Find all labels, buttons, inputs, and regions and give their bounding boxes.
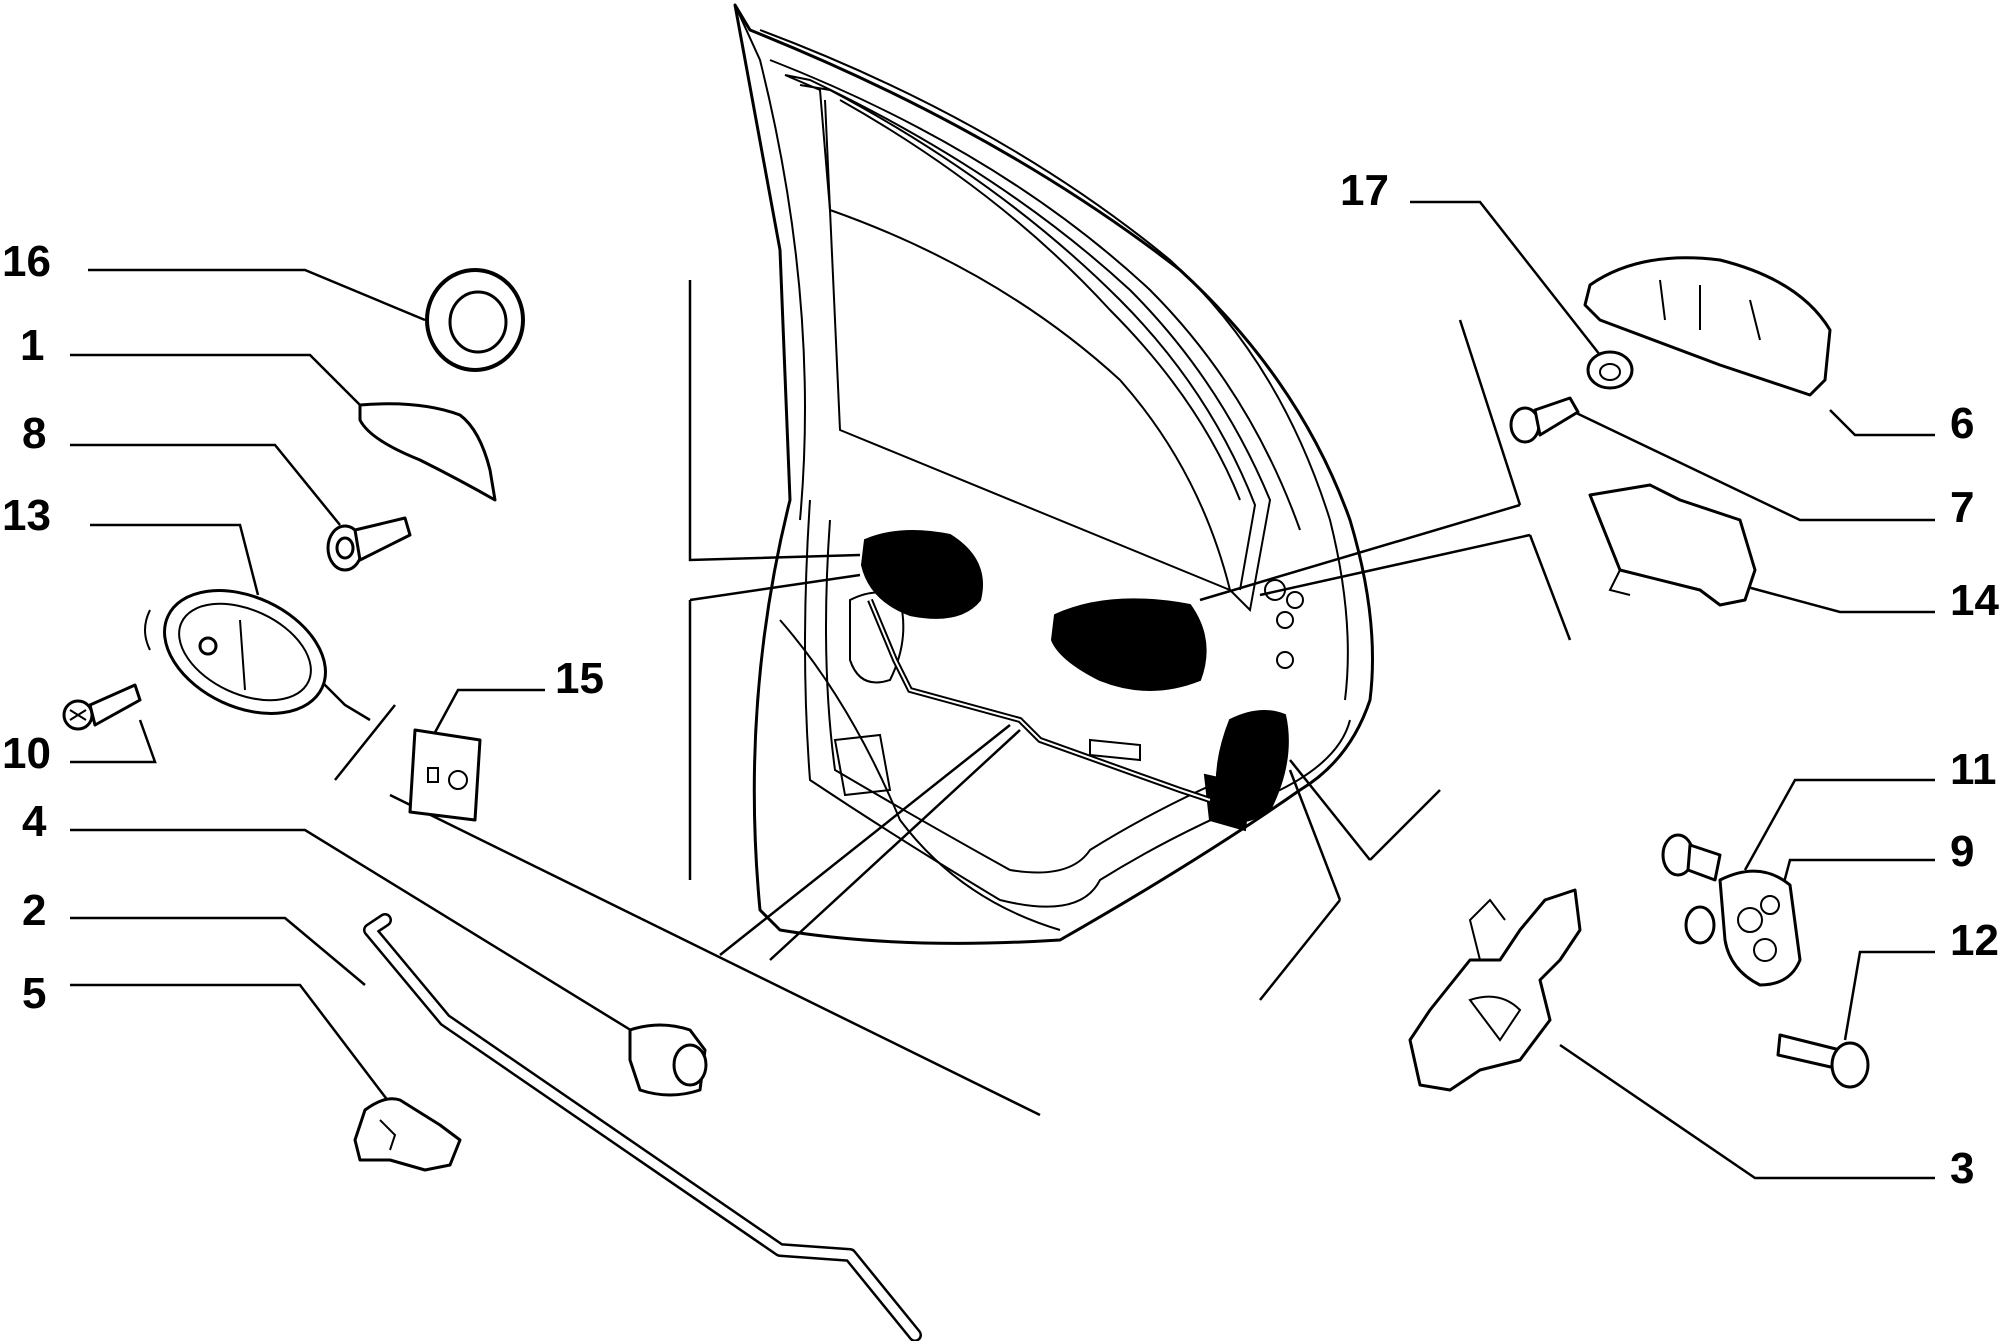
callout-15: 15 bbox=[555, 654, 604, 703]
callout-7: 7 bbox=[1950, 483, 1974, 532]
part-14-bracket bbox=[1588, 483, 1757, 607]
part-15-seal bbox=[408, 728, 482, 822]
part-6-outer-handle bbox=[1583, 256, 1832, 397]
callout-11: 11 bbox=[1950, 745, 1997, 794]
callout-3: 3 bbox=[1950, 1144, 1974, 1193]
part-3-latch bbox=[1408, 888, 1582, 1092]
part-16-washer bbox=[425, 268, 525, 372]
callout-labels: 16 1 8 13 10 15 4 2 5 17 6 7 14 11 9 12 … bbox=[2, 166, 1999, 1193]
callout-13: 13 bbox=[2, 491, 51, 540]
leader-brackets bbox=[299, 280, 1572, 1117]
callout-8: 8 bbox=[22, 409, 46, 458]
callout-16: 16 bbox=[2, 237, 51, 286]
part-13-inner-handle bbox=[144, 589, 327, 715]
callout-9: 9 bbox=[1950, 827, 1974, 876]
part-11-pin bbox=[1661, 833, 1722, 882]
part-10-screw bbox=[62, 683, 142, 731]
rear-door-panel bbox=[733, 3, 1374, 945]
callout-14: 14 bbox=[1950, 576, 1999, 625]
part-7-bolt bbox=[1509, 396, 1580, 444]
callout-2: 2 bbox=[22, 886, 46, 935]
callout-4: 4 bbox=[22, 797, 47, 846]
part-2-rod bbox=[363, 913, 922, 1341]
part-17-washer bbox=[1586, 350, 1634, 390]
callout-17: 17 bbox=[1340, 166, 1389, 215]
part-1-handle-cover bbox=[358, 402, 497, 502]
part-8-plug bbox=[326, 516, 412, 572]
part-12-screw bbox=[1776, 1033, 1870, 1089]
callout-12: 12 bbox=[1950, 916, 1999, 965]
callout-leaders bbox=[70, 200, 1935, 1180]
callout-1: 1 bbox=[20, 321, 44, 370]
part-5-clip bbox=[353, 1097, 462, 1172]
callout-6: 6 bbox=[1950, 399, 1974, 448]
callout-5: 5 bbox=[22, 969, 46, 1018]
part-4-clip bbox=[628, 1023, 708, 1097]
part-9-plate bbox=[1684, 869, 1802, 987]
callout-10: 10 bbox=[2, 729, 51, 778]
